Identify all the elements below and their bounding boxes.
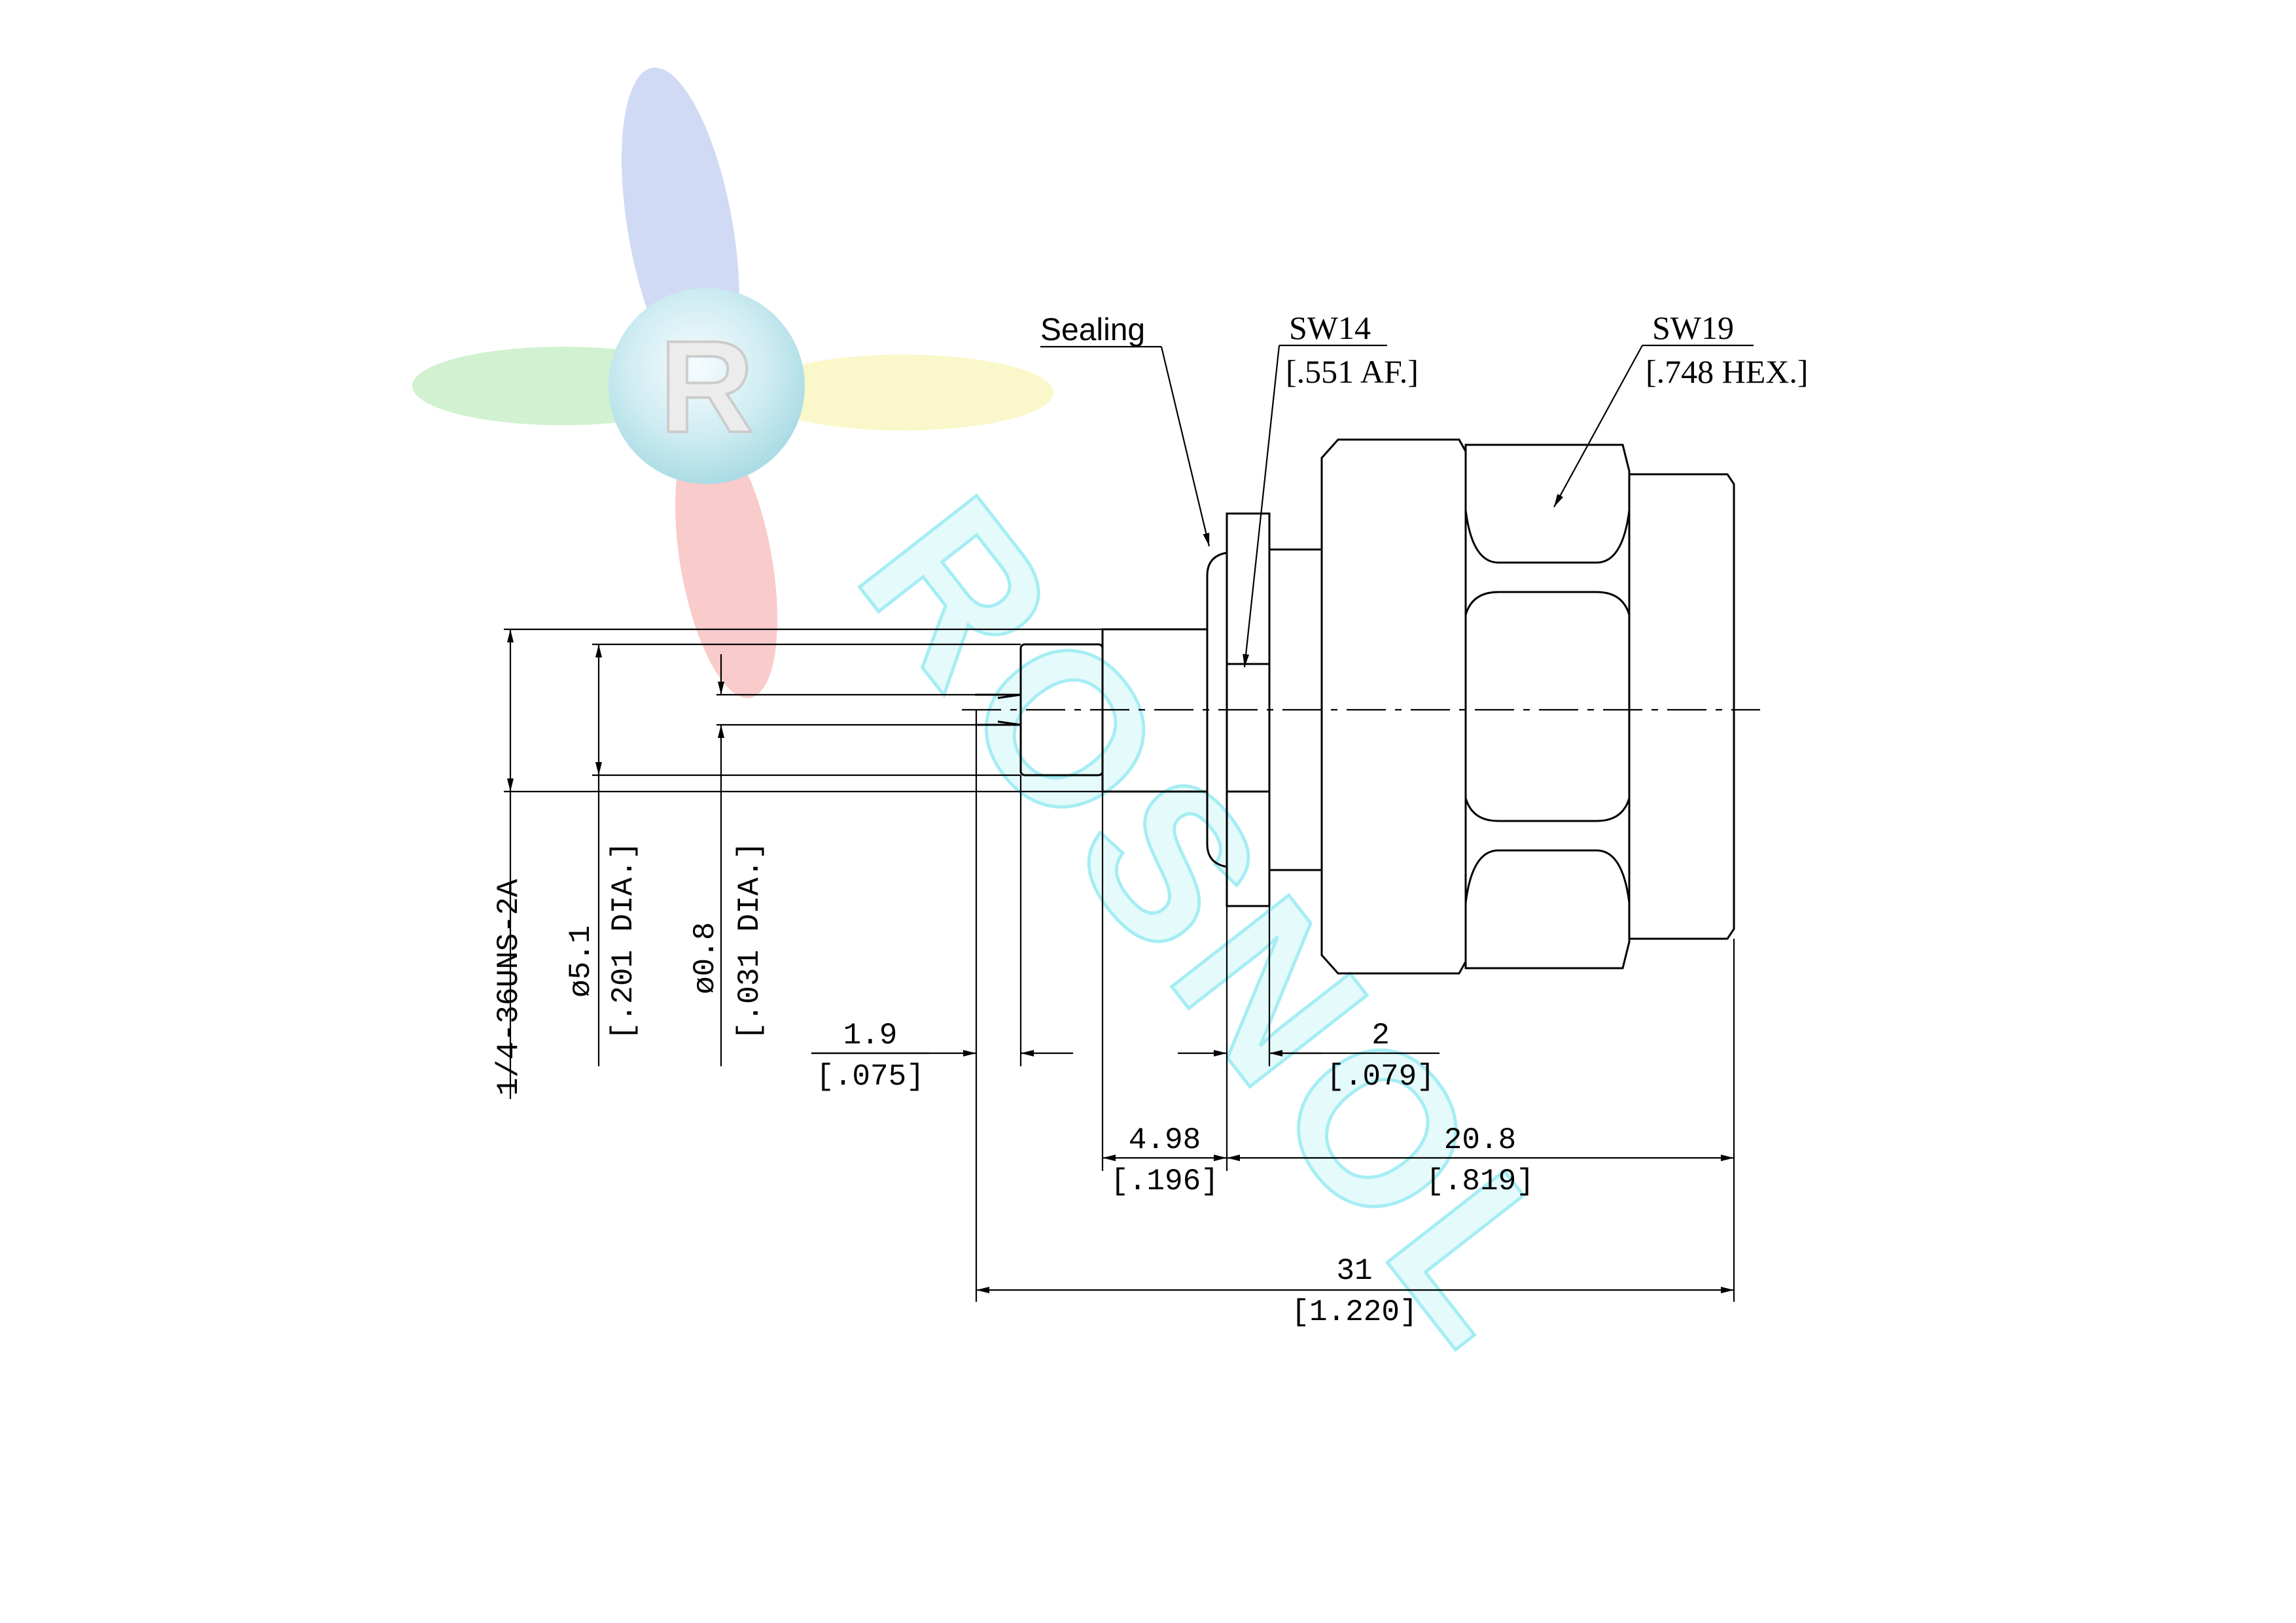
pin-dia-mm: ø0.8 [688, 922, 722, 994]
dim-31-in: [1.220] [1291, 1295, 1417, 1329]
logo-letter: R [660, 314, 754, 460]
thread-spec: 1/4-36UNS-2A [492, 879, 526, 1096]
logo-red-swoosh [675, 427, 777, 699]
sealing-label: Sealing [1040, 313, 1145, 347]
dim-20-8-in: [.819] [1426, 1164, 1534, 1198]
hex-sw19 [1464, 444, 1631, 969]
callout-sw19: SW19 [.748 HEX.] [1553, 309, 1809, 508]
dim-20-8: 20.8 [.819] [1227, 1123, 1734, 1198]
pin-dia-in: [.031 DIA.] [733, 841, 767, 1040]
dim-1-9: 1.9 [.075] [811, 1019, 1073, 1094]
extension-lines [504, 628, 1735, 1302]
body-dia-in: [.201 DIA.] [607, 841, 641, 1040]
dim-pin-diameter: ø0.8 [.031 DIA.] [688, 654, 767, 1066]
brand-logo-watermark: R [412, 67, 1053, 699]
dim-2-mm: 2 [1371, 1019, 1390, 1053]
rear-barrel [1629, 473, 1735, 940]
dim-thread: 1/4-36UNS-2A [492, 629, 526, 1099]
callout-sw14: SW14 [.551 AF.] [1243, 309, 1419, 668]
sw19-hex: [.748 HEX.] [1646, 353, 1809, 390]
dim-1-9-mm: 1.9 [843, 1019, 898, 1053]
sw14-af: [.551 AF.] [1286, 353, 1419, 390]
dim-2: 2 [.079] [1178, 1019, 1439, 1094]
sw19-label: SW19 [1652, 309, 1734, 346]
dim-1-9-in: [.075] [816, 1060, 925, 1094]
logo-ball [609, 288, 805, 484]
watermark-text: ROSNOL [815, 455, 1622, 1393]
dim-body-diameter: ø5.1 [.201 DIA.] [564, 644, 641, 1066]
dim-31: 31 [1.220] [976, 1254, 1734, 1329]
dim-2-in: [.079] [1326, 1060, 1435, 1094]
sw14-label: SW14 [1289, 309, 1371, 346]
dim-4-98-in: [.196] [1110, 1164, 1219, 1198]
body-dia-mm: ø5.1 [564, 926, 598, 998]
logo-yellow-swoosh [752, 355, 1053, 430]
dim-31-mm: 31 [1336, 1254, 1372, 1288]
knurled-nut [1320, 438, 1467, 975]
brand-text-watermark: ROSNOL [813, 453, 1623, 1395]
dim-4-98: 4.98 [.196] [1103, 1123, 1227, 1198]
callout-sealing: Sealing [1040, 313, 1210, 547]
dim-20-8-mm: 20.8 [1444, 1123, 1516, 1157]
dim-4-98-mm: 4.98 [1129, 1123, 1201, 1157]
